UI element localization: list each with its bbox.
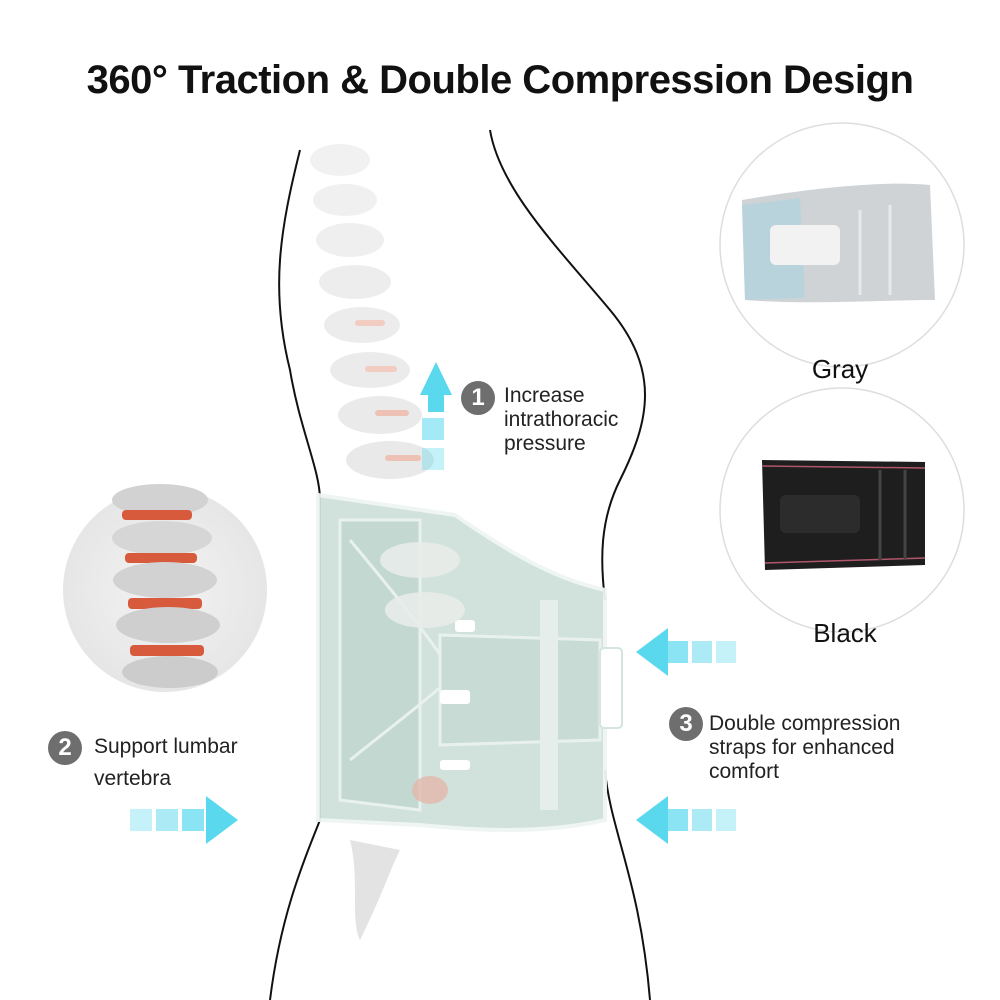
black-color-option-image (719, 387, 965, 633)
color-option-gray-label: Gray (811, 354, 869, 384)
left-arrow-icon (636, 628, 736, 676)
feature-1-text: Increase intrathoracic pressure (504, 384, 618, 456)
feature-1-line: pressure (504, 432, 586, 455)
feature-1-line: Increase (504, 384, 585, 407)
feature-2-line: vertebra (94, 767, 172, 790)
feature-1-line: intrathoracic (504, 408, 619, 431)
left-arrow-icon (636, 796, 736, 844)
torso-outline (269, 149, 321, 1000)
feature-2-text: Support lumbar vertebra (94, 735, 238, 791)
feature-number-badge: 3 (669, 707, 703, 741)
gray-color-option-image (719, 122, 965, 368)
right-arrow-icon (130, 796, 238, 844)
feature-3-line: Double compression (709, 712, 901, 735)
feature-3-text: Double compression straps for enhanced c… (709, 712, 900, 784)
belt (316, 492, 623, 940)
feature-3-line: comfort (709, 760, 780, 783)
feature-3-line: straps for enhanced (709, 736, 895, 759)
feature-2-line: Support lumbar (94, 735, 238, 758)
spine (310, 144, 434, 479)
page-title: 360° Traction & Double Compression Desig… (86, 58, 914, 102)
feature-number-badge: 1 (461, 381, 495, 415)
spine-detail-image (63, 484, 267, 692)
color-option-black-label: Black (813, 618, 877, 648)
feature-number-badge: 2 (48, 731, 82, 765)
up-arrow-icon (420, 362, 452, 470)
torso-outline-front (489, 129, 646, 601)
